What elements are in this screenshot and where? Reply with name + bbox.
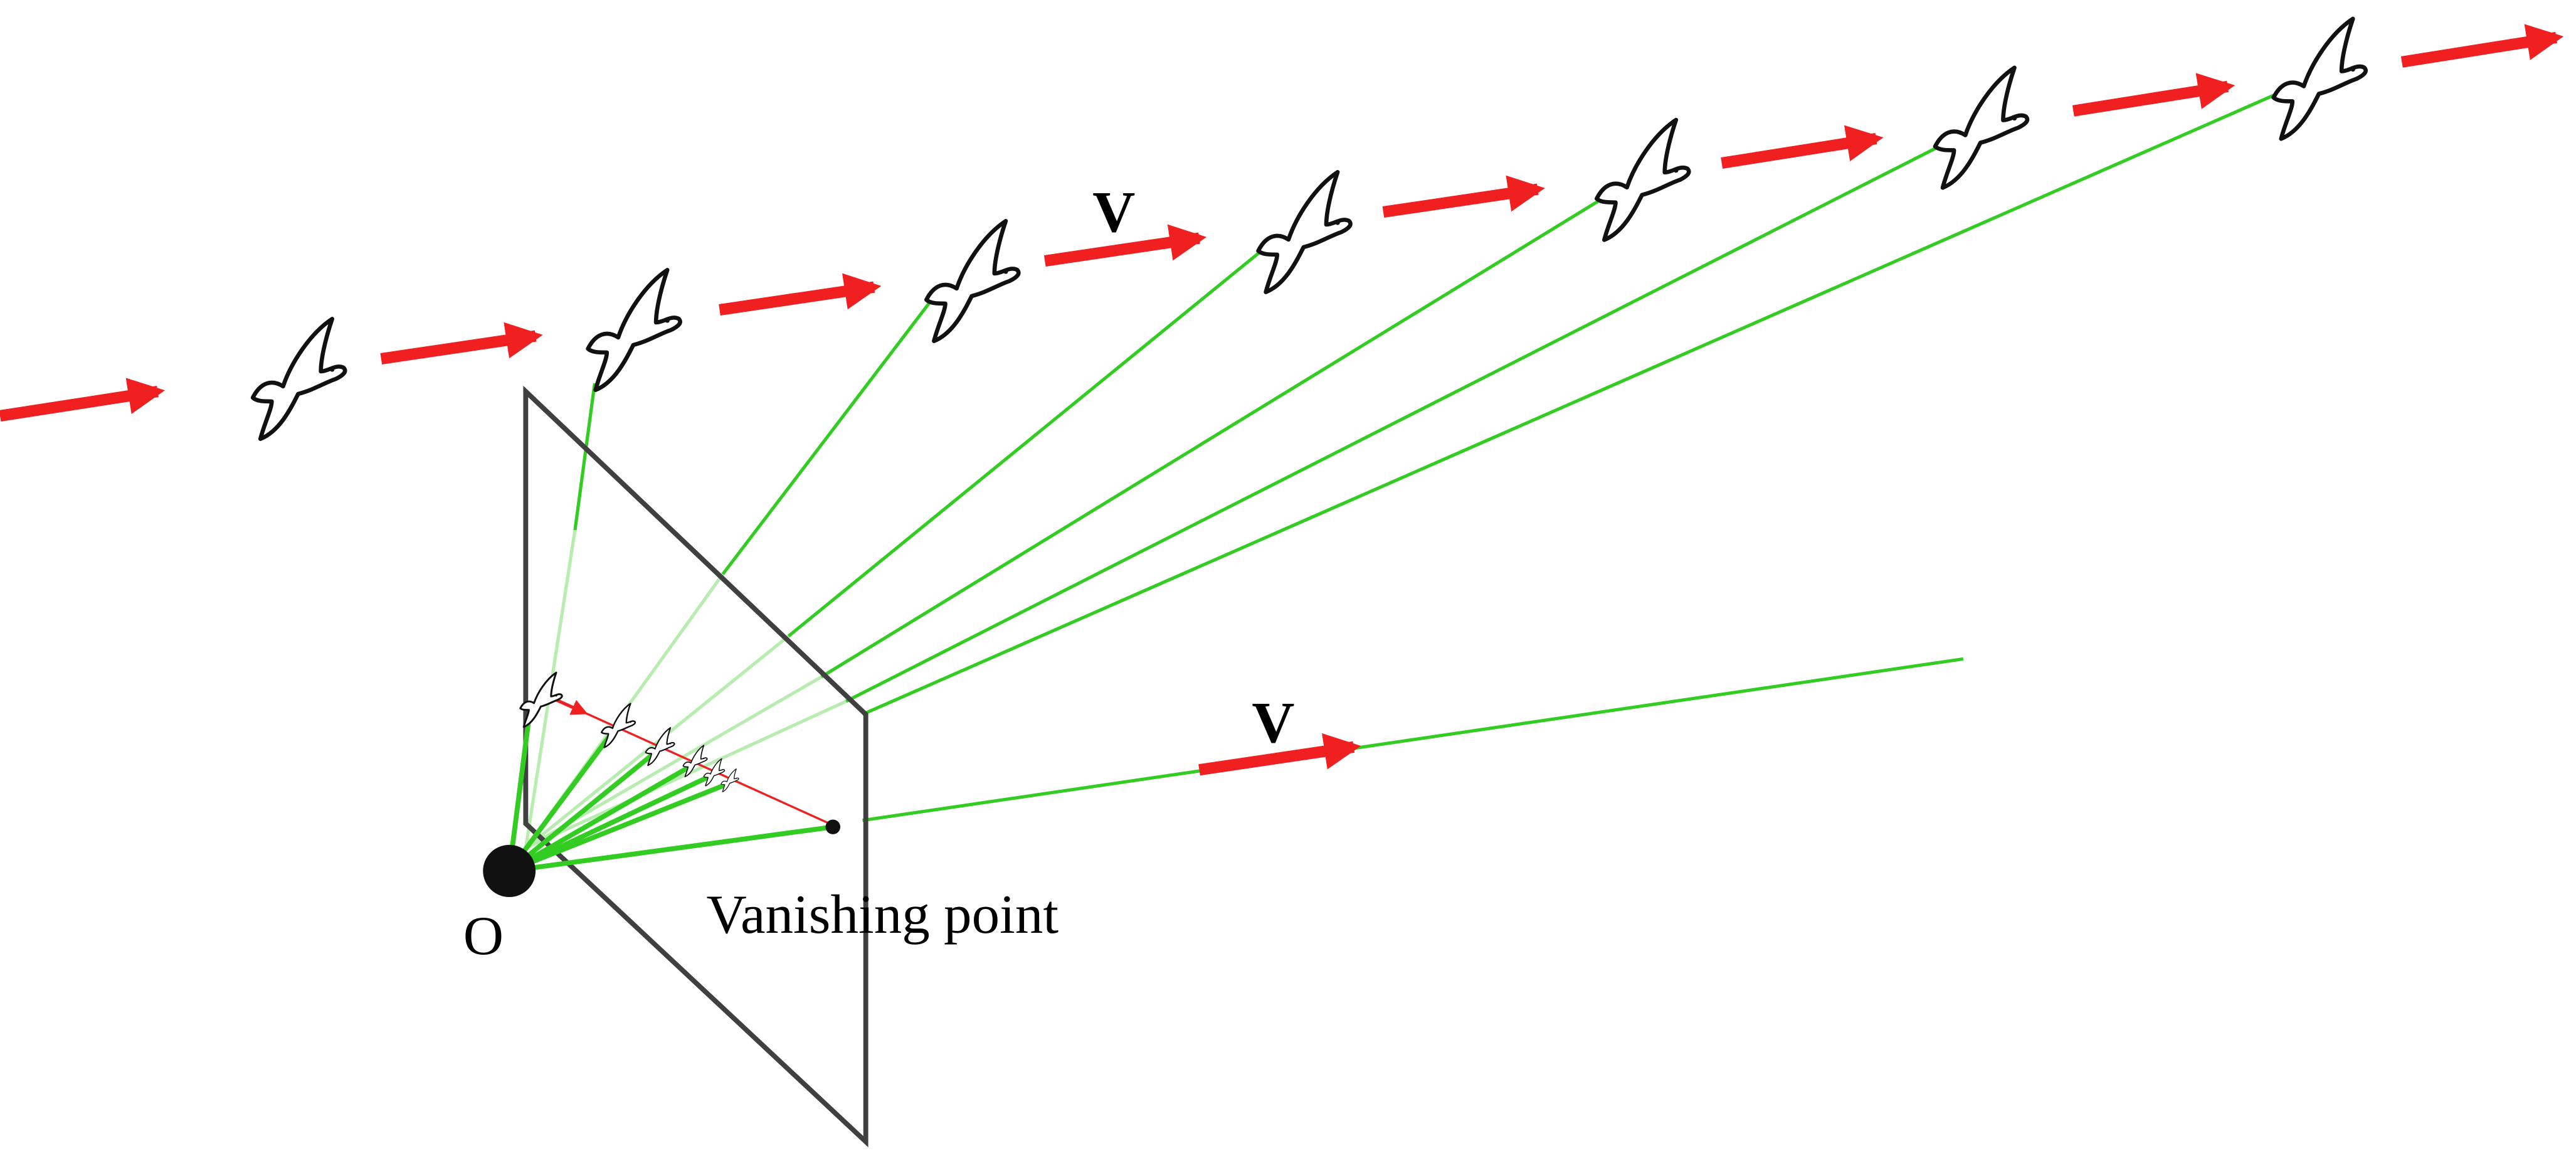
motion-arrows bbox=[0, 24, 2564, 776]
projection-line-2 bbox=[507, 732, 613, 873]
velocity-label-top: V bbox=[1092, 180, 1135, 245]
motion-arrow-1 bbox=[0, 378, 166, 422]
vanishing-point-label: Vanishing point bbox=[707, 884, 1059, 945]
bird-icon-1 bbox=[253, 319, 345, 438]
motion-arrow-bottom bbox=[1198, 733, 1361, 776]
origin-point-icon bbox=[483, 844, 536, 897]
vanishing-point-icon bbox=[825, 819, 841, 834]
motion-arrow-4 bbox=[1043, 224, 1207, 267]
sight-lines bbox=[573, 93, 2276, 822]
sight-line-bird-2 bbox=[573, 383, 596, 531]
bird-icon-5 bbox=[1597, 120, 1689, 240]
motion-arrow-5 bbox=[1382, 175, 1545, 218]
sight-line-bird-3 bbox=[721, 292, 938, 575]
sight-line-bird-5 bbox=[820, 197, 1603, 679]
projected-bird-icon-2 bbox=[600, 703, 636, 748]
projection-line-3 bbox=[507, 752, 656, 873]
motion-arrow-8 bbox=[2400, 24, 2564, 68]
bird-icon-3 bbox=[926, 221, 1018, 341]
projection-line-4 bbox=[508, 764, 692, 873]
motion-arrow-2 bbox=[380, 322, 543, 365]
projection-line-6 bbox=[508, 782, 727, 874]
motion-arrow-6 bbox=[1721, 125, 1884, 169]
projection-lines bbox=[507, 717, 833, 874]
bird-icon-4 bbox=[1259, 172, 1351, 292]
sight-line-bird-4 bbox=[787, 247, 1266, 638]
faded-sight-line-3 bbox=[524, 634, 790, 850]
flying-birds bbox=[253, 19, 2365, 439]
bird-icon-2 bbox=[588, 270, 680, 390]
bird-icon-6 bbox=[1935, 68, 2027, 188]
projection-line-vanishing bbox=[509, 824, 833, 874]
bird-icon-7 bbox=[2274, 19, 2366, 139]
image-plane bbox=[523, 385, 868, 1148]
origin-label: O bbox=[463, 905, 504, 967]
sight-line-bird-6 bbox=[845, 145, 1940, 703]
sight-line-vanishing bbox=[862, 657, 1964, 822]
velocity-label-bottom: V bbox=[1252, 690, 1294, 755]
motion-arrow-7 bbox=[2072, 73, 2236, 117]
projected-bird-icon-6 bbox=[721, 768, 739, 792]
motion-arrow-3 bbox=[719, 273, 882, 316]
sight-line-bird-7 bbox=[862, 93, 2276, 716]
